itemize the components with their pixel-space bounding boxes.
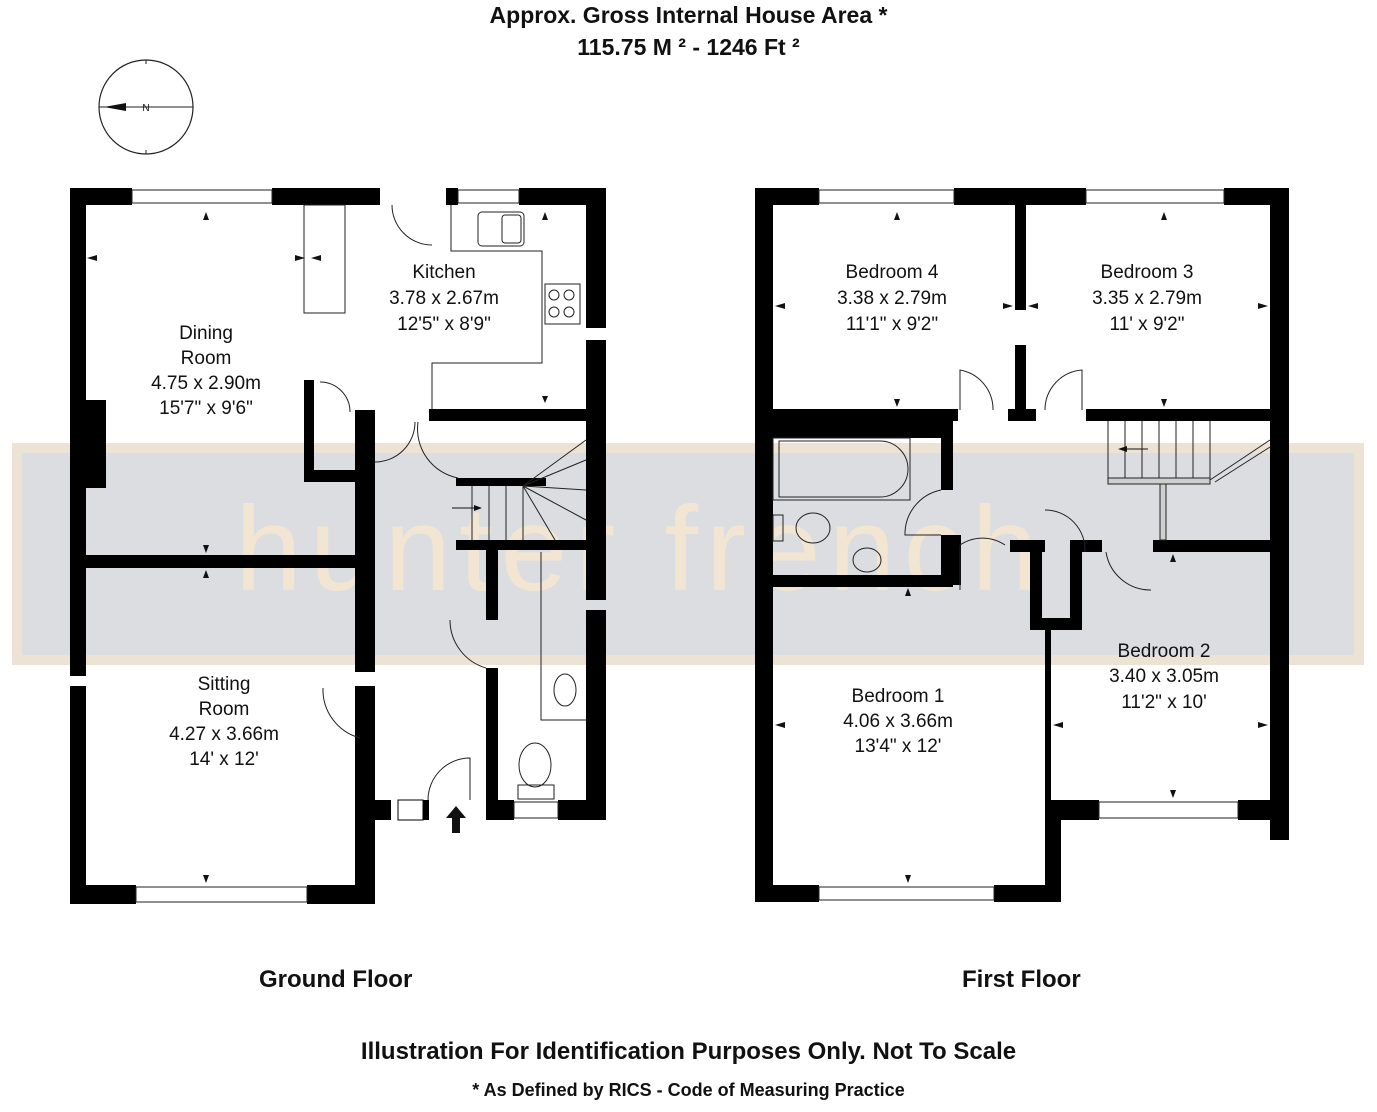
svg-text:3.35 x 2.79m: 3.35 x 2.79m <box>1092 288 1202 309</box>
room-name: Kitchen <box>412 262 475 283</box>
room-name: Dining <box>179 323 233 344</box>
room-name: Room <box>199 699 250 720</box>
room-metric: 3.78 x 2.67m <box>389 288 499 309</box>
svg-text:3.40 x 3.05m: 3.40 x 3.05m <box>1109 666 1219 687</box>
ground-floor-lines <box>131 189 587 903</box>
area-value: 115.75 M ² - 1246 Ft ² <box>577 34 800 60</box>
svg-text:11'2" x 10': 11'2" x 10' <box>1121 692 1206 713</box>
watermark: hunter french <box>12 443 1364 665</box>
svg-text:Bedroom 3: Bedroom 3 <box>1101 262 1194 283</box>
north-arrow-compass-icon: N <box>98 59 194 155</box>
basin-icon <box>852 547 882 573</box>
svg-text:11' x 9'2": 11' x 9'2" <box>1110 314 1185 335</box>
room-metric: 4.27 x 3.66m <box>169 724 279 745</box>
first-floor-plan <box>755 188 1289 902</box>
first-floor-markers <box>775 212 1268 883</box>
svg-text:N: N <box>142 103 149 114</box>
svg-text:13'4" x 12': 13'4" x 12' <box>855 736 942 757</box>
ground-floor-room-labels: Dining Room 4.75 x 2.90m 15'7" x 9'6" Ki… <box>151 262 499 770</box>
hob-icon <box>544 283 581 325</box>
area-title: Approx. Gross Internal House Area * <box>489 2 888 28</box>
room-imperial: 15'7" x 9'6" <box>159 398 253 419</box>
svg-text:11'1" x 9'2": 11'1" x 9'2" <box>846 314 938 335</box>
svg-text:3.38 x 2.79m: 3.38 x 2.79m <box>837 288 947 309</box>
ground-floor-label: Ground Floor <box>259 966 413 993</box>
svg-text:Bedroom 4: Bedroom 4 <box>846 262 939 283</box>
entrance-arrow-icon <box>446 806 466 833</box>
svg-text:4.06 x 3.66m: 4.06 x 3.66m <box>843 711 953 732</box>
basin-icon <box>553 673 577 707</box>
ground-floor-markers <box>87 212 548 883</box>
room-name: Sitting <box>198 674 251 695</box>
first-floor-room-labels: Bedroom 4 3.38 x 2.79m 11'1" x 9'2" Bedr… <box>837 262 1219 757</box>
room-imperial: 12'5" x 8'9" <box>397 314 491 335</box>
svg-text:Bedroom 1: Bedroom 1 <box>852 686 945 707</box>
first-floor-label: First Floor <box>962 966 1081 993</box>
room-imperial: 14' x 12' <box>189 749 259 770</box>
svg-text:Bedroom 2: Bedroom 2 <box>1118 641 1211 662</box>
disclaimer: Illustration For Identification Purposes… <box>360 1038 1017 1065</box>
rics-note: * As Defined by RICS - Code of Measuring… <box>472 1080 905 1100</box>
wc-icon <box>795 512 831 544</box>
ground-floor-plan <box>70 188 606 904</box>
bath-icon <box>778 440 909 498</box>
sink-icon <box>477 211 525 247</box>
first-floor-lines <box>772 189 1271 901</box>
wc-icon <box>518 742 552 788</box>
room-name: Room <box>181 348 232 369</box>
room-metric: 4.75 x 2.90m <box>151 373 261 394</box>
